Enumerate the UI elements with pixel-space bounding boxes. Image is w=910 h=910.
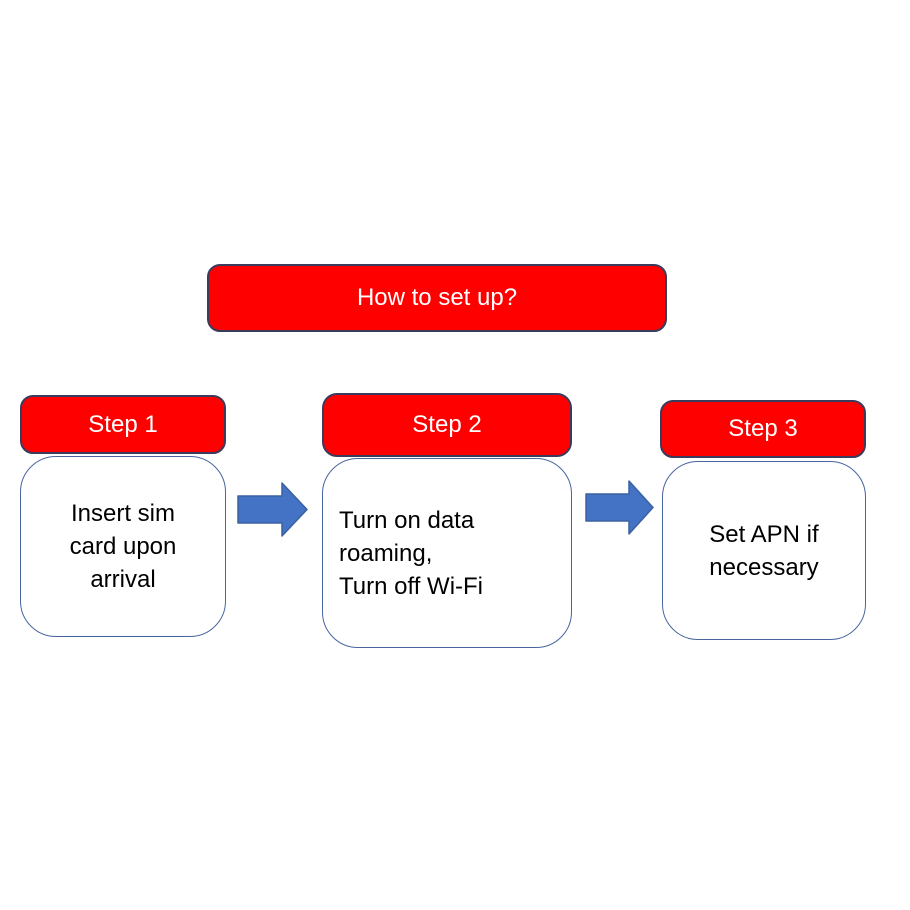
title-banner: How to set up?	[207, 264, 667, 332]
step-1-body: Insert sim card upon arrival	[20, 456, 226, 637]
step-2-body-text: Turn on data roaming, Turn off Wi-Fi	[339, 506, 484, 600]
step-2-header-label: Step 2	[412, 411, 482, 438]
step-3-header-label: Step 3	[728, 415, 798, 442]
step-3-header: Step 3	[660, 400, 866, 458]
title-banner-label: How to set up?	[356, 284, 518, 311]
step-3-body: Set APN if necessary	[662, 461, 866, 640]
arrow-right-icon	[585, 480, 654, 535]
step-1-body-text: Insert sim card upon arrival	[69, 500, 177, 593]
step-1-header: Step 1	[20, 395, 226, 454]
step-3-body-text: Set APN if necessary	[709, 520, 819, 581]
step-1-header-label: Step 1	[88, 410, 158, 438]
step-2-body: Turn on data roaming, Turn off Wi-Fi	[322, 458, 572, 648]
step-2-header: Step 2	[322, 393, 572, 457]
arrow-right-icon	[237, 482, 308, 537]
